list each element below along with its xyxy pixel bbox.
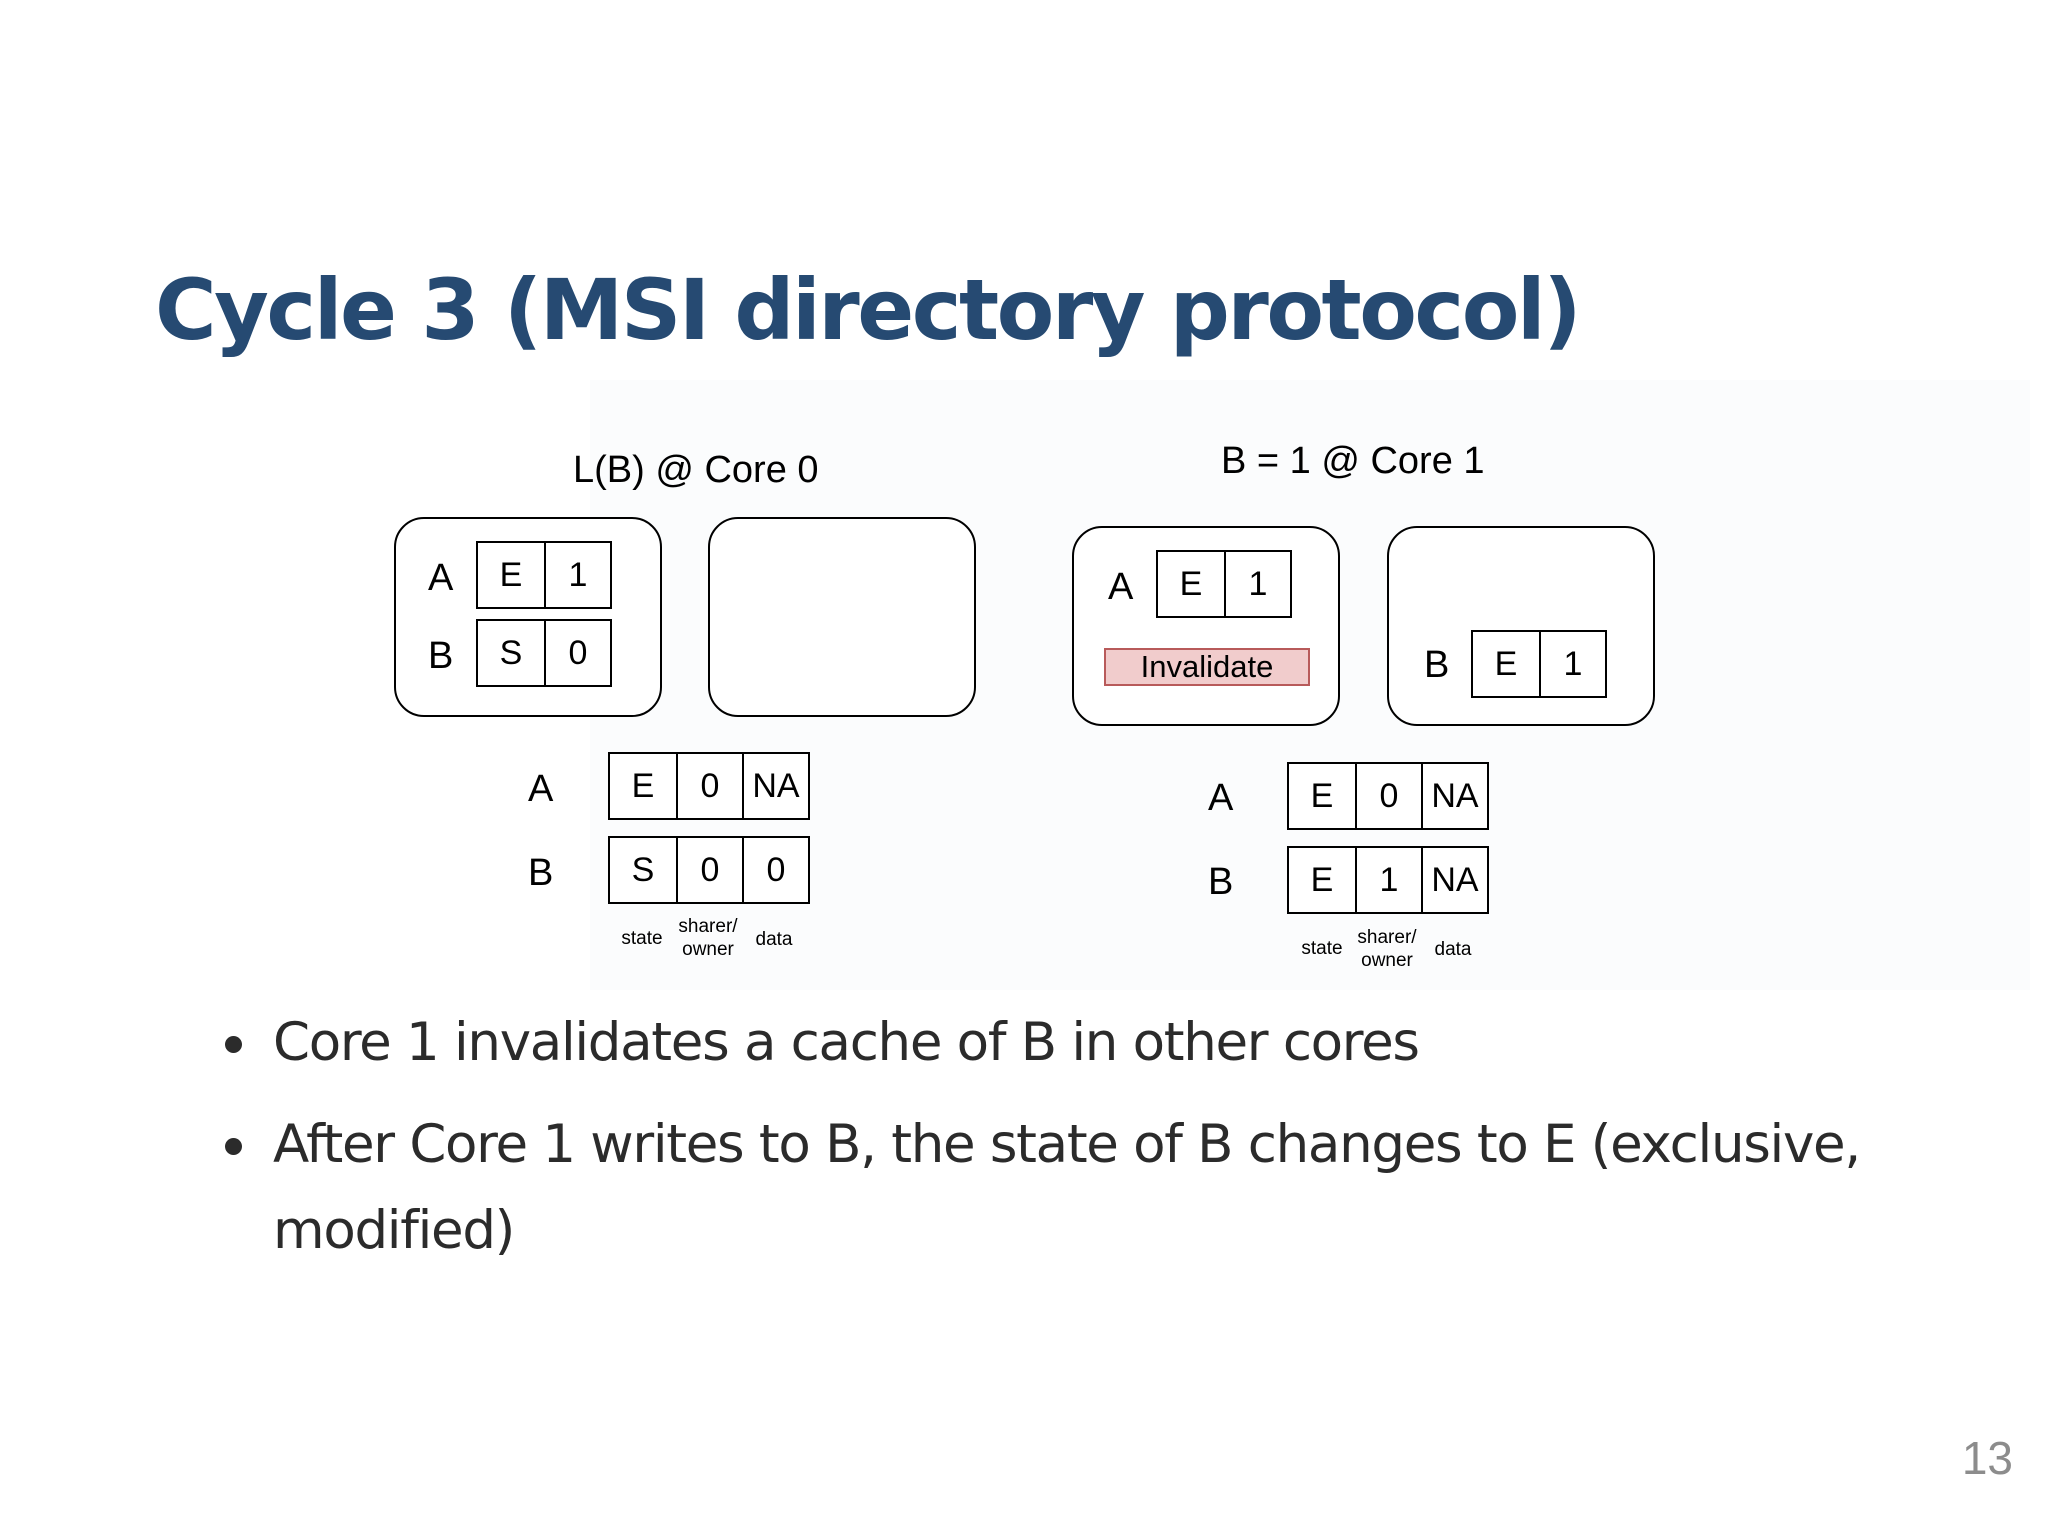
cache-line-label: A <box>428 557 454 599</box>
directory-entry: E 0 NA <box>608 752 810 820</box>
state-column-label: state <box>1301 938 1343 959</box>
directory-row-label: A <box>528 768 554 810</box>
cache-line-entry: E 1 <box>1156 550 1292 618</box>
state-cell: E <box>1310 776 1334 815</box>
cache-line-label: B <box>1424 644 1450 686</box>
data-cell: NA <box>1421 764 1487 828</box>
sharer-owner-cell: 0 <box>1355 764 1421 828</box>
data-cell: 0 <box>544 621 610 685</box>
cache-line-entry: S 0 <box>476 619 612 687</box>
directory-entry: E 0 NA <box>1287 762 1489 830</box>
state-cell: E <box>1310 860 1334 899</box>
data-cell: NA <box>742 754 808 818</box>
data-cell: 1 <box>1539 632 1605 696</box>
data-column-label: data <box>1434 939 1472 960</box>
data-column-label: data <box>755 929 793 950</box>
page-number: 13 <box>1961 1432 2013 1484</box>
cache-line-label: B <box>428 635 454 677</box>
cache-line-label: A <box>1108 566 1134 608</box>
sharer-owner-cell: 0 <box>676 838 742 902</box>
state-cell: S <box>499 633 523 672</box>
right-core0-cache-box: A E 1 Invalidate <box>1072 526 1340 726</box>
left-core1-cache-box <box>708 517 976 717</box>
bullet-dot-icon <box>225 1036 242 1053</box>
sharer-owner-cell: 1 <box>1355 848 1421 912</box>
sharer-owner-column-label: sharer/ owner <box>1357 927 1417 971</box>
state-cell: E <box>1494 644 1518 683</box>
state-cell: E <box>499 555 523 594</box>
bullet-dot-icon <box>225 1138 242 1155</box>
cache-line-entry: E 1 <box>476 541 612 609</box>
bullet-item: After Core 1 writes to B, the state of B… <box>215 1102 1865 1274</box>
invalidate-tag: Invalidate <box>1104 648 1310 686</box>
state-cell: E <box>631 766 655 805</box>
data-cell: 0 <box>742 838 808 902</box>
sharer-owner-column-label: sharer/ owner <box>678 916 738 960</box>
data-cell: 1 <box>544 543 610 607</box>
directory-entry: S 0 0 <box>608 836 810 904</box>
directory-entry: E 1 NA <box>1287 846 1489 914</box>
bullet-text: After Core 1 writes to B, the state of B… <box>273 1114 1861 1261</box>
data-cell: NA <box>1421 848 1487 912</box>
left-scenario-heading: L(B) @ Core 0 <box>573 449 819 491</box>
data-cell: 1 <box>1224 552 1290 616</box>
cache-line-entry: E 1 <box>1471 630 1607 698</box>
directory-row-label: B <box>528 852 554 894</box>
slide-title: Cycle 3 (MSI directory protocol) <box>155 261 1582 359</box>
right-scenario-heading: B = 1 @ Core 1 <box>1221 440 1485 482</box>
sharer-owner-cell: 0 <box>676 754 742 818</box>
state-cell: S <box>631 850 655 889</box>
state-column-label: state <box>621 928 663 949</box>
left-core0-cache-box: A E 1 B S 0 <box>394 517 662 717</box>
right-core1-cache-box: B E 1 <box>1387 526 1655 726</box>
bullet-list: Core 1 invalidates a cache of B in other… <box>215 1000 1865 1290</box>
directory-row-label: B <box>1208 861 1234 903</box>
state-cell: E <box>1179 564 1203 603</box>
bullet-text: Core 1 invalidates a cache of B in other… <box>273 1012 1420 1073</box>
bullet-item: Core 1 invalidates a cache of B in other… <box>215 1000 1865 1086</box>
directory-row-label: A <box>1208 777 1234 819</box>
